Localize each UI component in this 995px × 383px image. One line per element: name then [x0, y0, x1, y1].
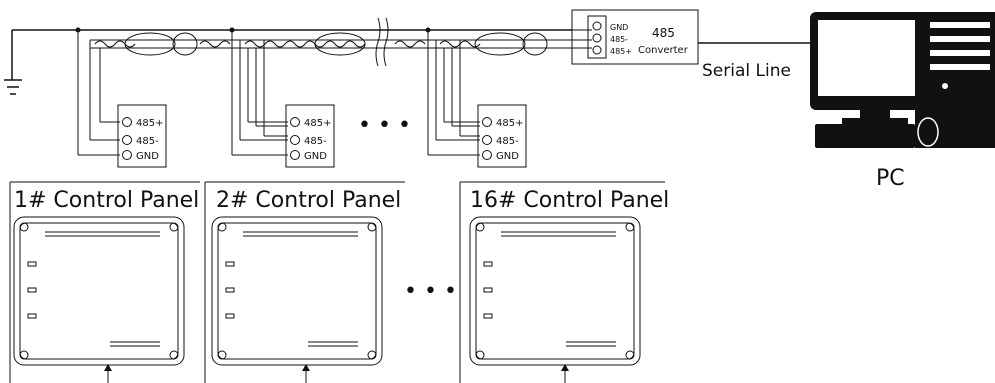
pc-label: PC	[876, 166, 905, 191]
converter-terminal-label: GND	[610, 23, 628, 32]
pc-icon	[810, 12, 995, 148]
terminal-block-3: 485+ 485- GND	[477, 104, 527, 168]
rs485-converter: GND 485- 485+ 485 Converter	[571, 9, 699, 65]
terminal-label: 485+	[304, 118, 331, 129]
terminal-label: GND	[136, 151, 159, 162]
ellipsis-blocks: • • •	[358, 113, 411, 138]
converter-subtitle: Converter	[638, 45, 689, 56]
twisted-pair	[94, 40, 481, 48]
bus-lines	[11, 17, 592, 80]
terminal-label: 485+	[496, 118, 523, 129]
serial-line-label: Serial Line	[702, 61, 791, 81]
terminal-block-2: 485+ 485- GND	[285, 104, 335, 168]
terminal-label: GND	[496, 151, 519, 162]
converter-title: 485	[652, 26, 675, 40]
control-panel-board-1	[13, 216, 185, 366]
drop-wires-3	[427, 30, 480, 156]
terminal-label: GND	[304, 151, 327, 162]
control-panel-label-16: 16# Control Panel	[470, 188, 669, 213]
terminal-block-1: 485+ 485- GND	[117, 104, 167, 168]
arrow-icons	[104, 364, 569, 383]
drop-wires-2	[231, 30, 288, 156]
terminal-label: 485+	[136, 118, 163, 129]
panel-frame-lines	[9, 181, 665, 383]
terminal-label: 485-	[136, 136, 159, 147]
terminal-label: 485-	[496, 136, 519, 147]
drop-wires-1	[77, 30, 120, 156]
converter-terminal-label: 485-	[610, 35, 628, 44]
control-panel-board-16	[469, 216, 641, 366]
control-panel-board-2	[211, 216, 383, 366]
cable-shields	[124, 32, 548, 56]
ground-icon	[4, 79, 22, 95]
converter-terminal-label: 485+	[610, 47, 632, 56]
ellipsis-panels: • • •	[404, 279, 457, 304]
control-panel-label-1: 1# Control Panel	[14, 188, 199, 213]
terminal-label: 485-	[304, 136, 327, 147]
junction-dots	[75, 27, 431, 33]
control-panel-label-2: 2# Control Panel	[216, 188, 401, 213]
